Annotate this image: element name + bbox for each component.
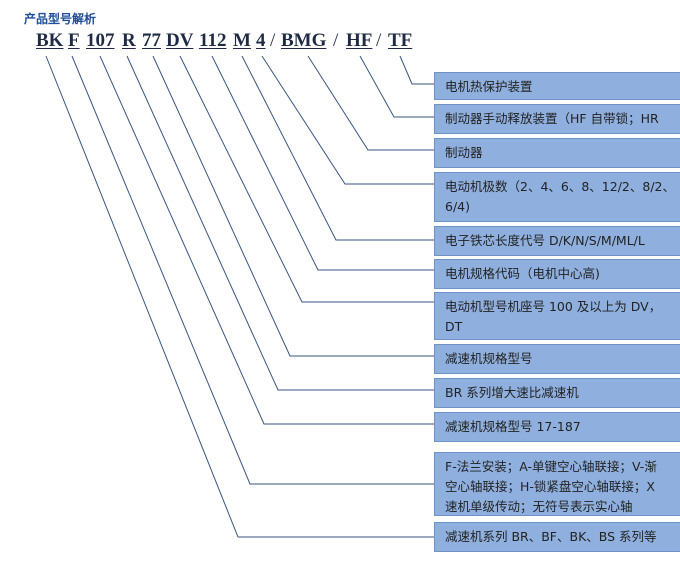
box-motor-frame: 电动机型号机座号 100 及以上为 DV， DT	[434, 292, 680, 340]
connector-motor-frame	[211, 55, 434, 271]
code-slash-2: /	[333, 30, 339, 51]
box-thermal-protection: 电机热保护装置	[434, 72, 680, 100]
code-seg-core-length: M	[233, 30, 251, 51]
box-core-length: 电子铁芯长度代号 D/K/N/S/M/ML/L	[434, 226, 680, 256]
code-seg-thermal: TF	[388, 30, 413, 51]
box-text: 制动器手动释放装置（HF 自带锁；HR	[445, 111, 659, 126]
box-text: 减速机规格型号	[445, 351, 533, 366]
code-seg-series: BK	[36, 30, 64, 51]
code-seg-poles: 4	[256, 30, 266, 51]
connector-size2	[152, 55, 434, 357]
connector-hand-release	[359, 55, 434, 118]
connector-mounting	[71, 55, 434, 485]
box-brake: 制动器	[434, 138, 680, 168]
box-hand-release: 制动器手动释放装置（HF 自带锁；HR	[434, 104, 680, 134]
box-text: 电机热保护装置	[445, 79, 533, 94]
box-reducer-size: 减速机规格型号	[434, 344, 680, 374]
code-seg-br: R	[122, 30, 136, 51]
connector-thermal	[399, 55, 434, 85]
code-seg-brake: BMG	[281, 30, 327, 51]
box-motor-code: 电机规格代码（电机中心高)	[434, 259, 680, 289]
code-slash-3: /	[376, 30, 382, 51]
box-mounting-type: F-法兰安装；A-单键空心轴联接；V-渐 空心轴联接；H-锁紧盘空心轴联接；X …	[434, 452, 680, 516]
box-text: 电机规格代码（电机中心高)	[445, 266, 600, 281]
box-text: 电动机极数（2、4、6、8、12/2、8/2、	[445, 179, 675, 194]
box-text: 制动器	[445, 145, 483, 160]
code-seg-hand-release: HF	[346, 30, 373, 51]
connector-br	[126, 55, 434, 391]
page-title: 产品型号解析	[24, 12, 97, 26]
code-seg-mounting: F	[68, 30, 80, 51]
box-text: BR 系列增大速比减速机	[445, 385, 579, 400]
box-text: 空心轴联接；H-锁紧盘空心轴联接；X	[445, 479, 655, 494]
connector-brake	[307, 55, 434, 151]
box-br-series: BR 系列增大速比减速机	[434, 378, 680, 408]
box-text: DT	[445, 319, 463, 334]
code-seg-motor-type: DV	[166, 30, 194, 51]
code-seg-motor-frame: 112	[199, 30, 227, 51]
box-text: F-法兰安装；A-单键空心轴联接；V-渐	[445, 459, 657, 474]
code-seg-size: 107	[86, 30, 115, 51]
code-slash-1: /	[270, 30, 276, 51]
connector-size	[99, 55, 434, 425]
box-reducer-series: 减速机系列 BR、BF、BK、BS 系列等	[434, 522, 680, 552]
connector-motor-type	[179, 55, 434, 303]
box-reducer-size-range: 减速机规格型号 17-187	[434, 412, 680, 442]
connector-series	[45, 55, 434, 538]
box-text: 速机单级传动；无符号表示实心轴	[445, 499, 633, 514]
connector-poles	[261, 55, 434, 185]
box-text: 6/4)	[445, 199, 470, 214]
box-text: 电子铁芯长度代号 D/K/N/S/M/ML/L	[445, 233, 645, 248]
box-text: 减速机规格型号 17-187	[445, 419, 581, 434]
connector-core-length	[241, 55, 434, 241]
box-text: 电动机型号机座号 100 及以上为 DV，	[445, 299, 662, 314]
box-text: 减速机系列 BR、BF、BK、BS 系列等	[445, 529, 657, 544]
code-seg-size2: 77	[142, 30, 161, 51]
box-motor-poles: 电动机极数（2、4、6、8、12/2、8/2、 6/4)	[434, 172, 680, 222]
